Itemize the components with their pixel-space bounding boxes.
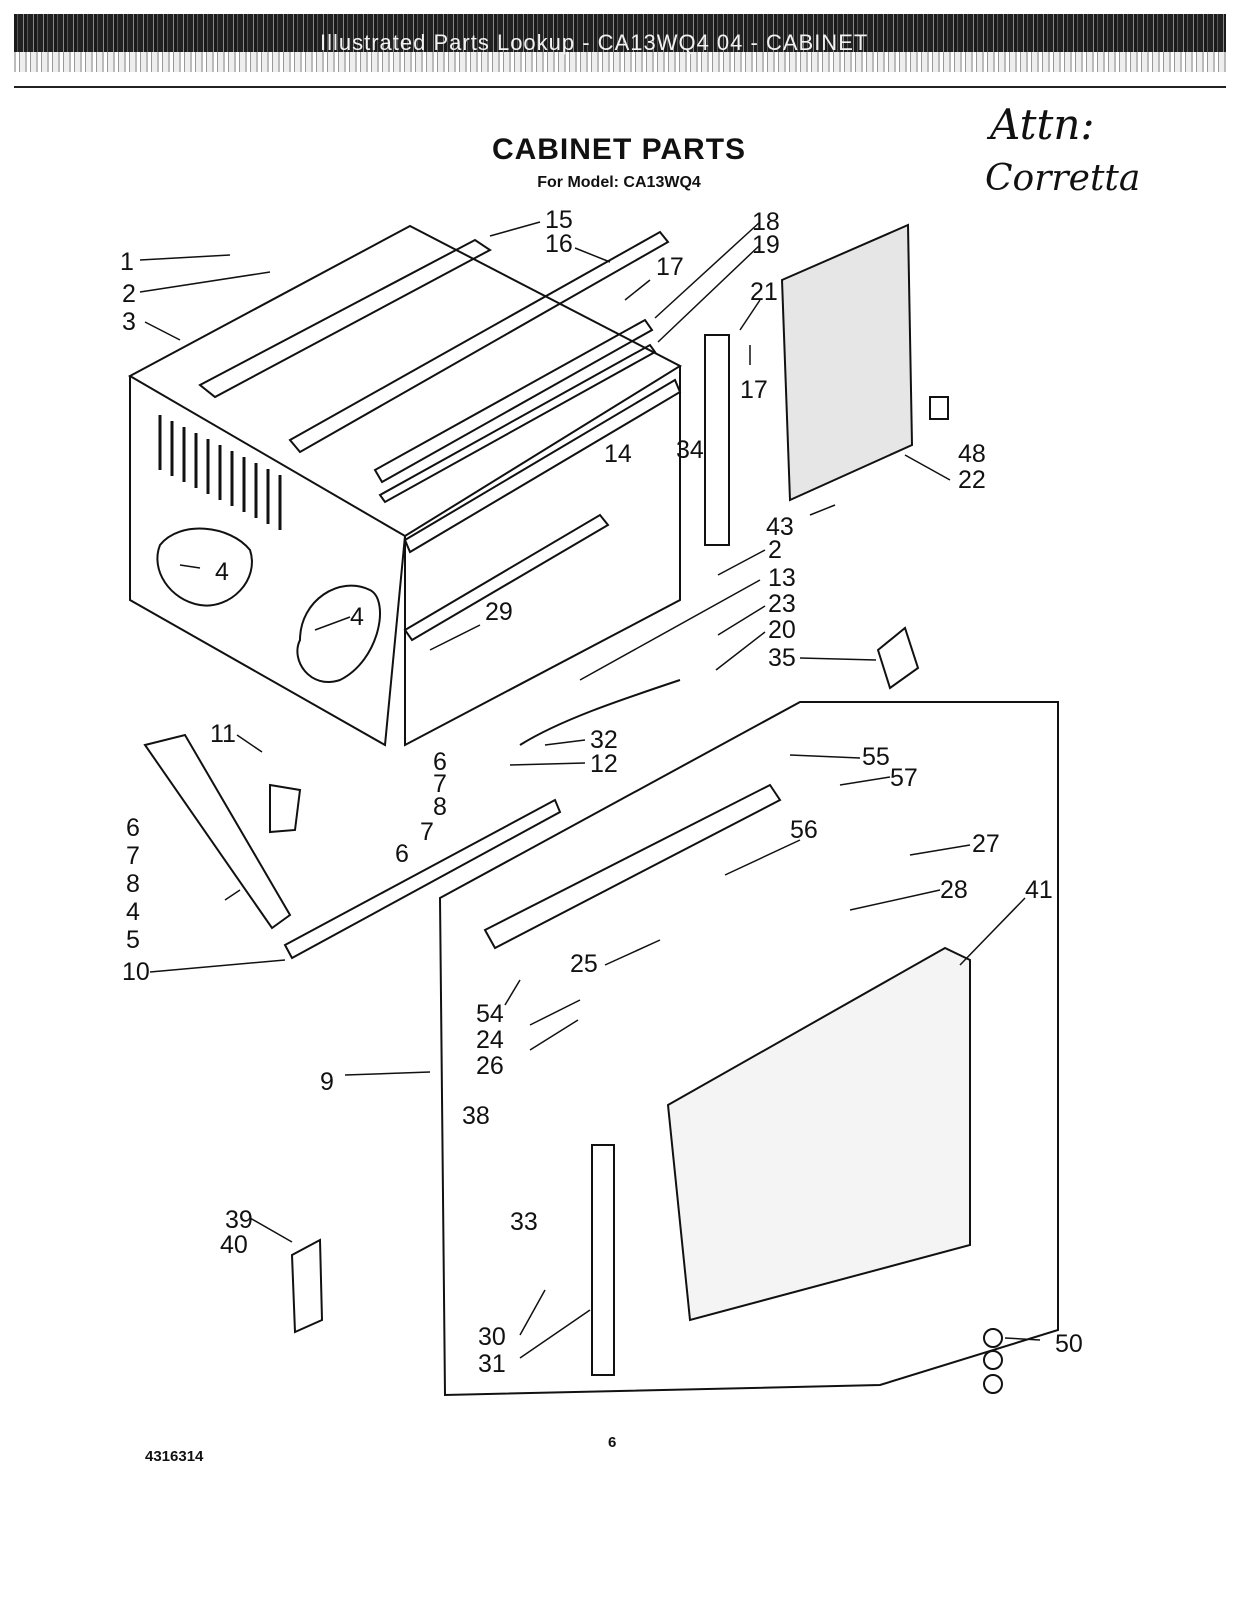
knob-50b: [983, 1350, 1003, 1370]
callout-label: 2: [768, 536, 782, 564]
callout-label: 32: [590, 726, 618, 754]
callout-label: 31: [478, 1350, 506, 1378]
louver-assembly: [483, 783, 782, 950]
callout-label: 38: [462, 1102, 490, 1130]
rail-18: [373, 318, 654, 484]
callout-label: 22: [958, 466, 986, 494]
callout-label: 14: [604, 440, 632, 468]
support-14: [403, 513, 610, 642]
callout-label: 16: [545, 230, 573, 258]
callout-label: 25: [570, 950, 598, 978]
callout-label: 2: [122, 280, 136, 308]
callout-label: 6: [433, 748, 447, 776]
cabinet-drawing: [127, 221, 1059, 1397]
callout-label: 39: [225, 1206, 253, 1234]
bracket-11: [269, 783, 302, 834]
front-assembly-frame-9: [438, 701, 1059, 1397]
callout-label: 18: [752, 208, 780, 236]
front-grille-41: [666, 946, 971, 1322]
callout-label: 17: [740, 376, 768, 404]
callout-label: 1: [120, 248, 134, 276]
cutaway-hole-left: [156, 527, 253, 607]
ground-wire: [519, 679, 681, 746]
handwritten-attn: Attn:: [990, 100, 1095, 149]
leader-lines: [139, 221, 1041, 1359]
callout-labels: 1 2 3 15 16 18 19 17 21 17 34 14 48 22 4…: [120, 206, 1083, 1378]
seal-strip-15: [198, 238, 492, 399]
cabinet-front-opening: [404, 366, 681, 747]
callout-label: 43: [766, 513, 794, 541]
page-subtitle: For Model: CA13WQ4: [537, 174, 701, 191]
header-banner: [14, 14, 1226, 72]
sill-rail-10: [283, 798, 562, 960]
callout-label: 34: [676, 436, 704, 464]
callout-label: 24: [476, 1026, 504, 1054]
callout-label: 9: [320, 1068, 334, 1096]
callout-label: 40: [220, 1231, 248, 1259]
callout-label: 4: [350, 603, 364, 631]
callout-label: 23: [768, 590, 796, 618]
callout-label: 8: [433, 793, 447, 821]
knob-50c: [983, 1374, 1003, 1394]
callout-label: 7: [433, 770, 447, 798]
callout-label: 56: [790, 816, 818, 844]
gasket-30-31: [591, 1144, 615, 1376]
callout-label: 15: [545, 206, 573, 234]
cabinet-side: [129, 376, 406, 747]
callout-label: 27: [972, 830, 1000, 858]
side-louvers: [158, 415, 282, 530]
callout-label: 7: [420, 818, 434, 846]
rail-16: [288, 230, 670, 454]
callout-label: 13: [768, 564, 796, 592]
callout-label: 33: [510, 1208, 538, 1236]
knob-50a: [983, 1328, 1003, 1348]
callout-label: 6: [126, 814, 140, 842]
callout-label: 3: [122, 308, 136, 336]
header-title: Illustrated Parts Lookup - CA13WQ4 04 - …: [320, 30, 869, 55]
callout-label: 55: [862, 743, 890, 771]
callout-label: 26: [476, 1052, 504, 1080]
callout-label: 11: [210, 720, 236, 748]
cabinet-top: [127, 224, 683, 538]
callout-label: 17: [656, 253, 684, 281]
callout-label: 7: [126, 842, 140, 870]
callout-label: 30: [478, 1323, 506, 1351]
callout-label: 4: [215, 558, 229, 586]
callout-label: 21: [750, 278, 778, 306]
seal-34: [403, 378, 682, 554]
part-35: [876, 626, 920, 690]
callout-label: 48: [958, 440, 986, 468]
panel-39: [290, 1238, 324, 1334]
callout-label: 4: [126, 898, 140, 926]
page-title: CABINET PARTS: [491, 133, 747, 166]
document-number: 4316314: [145, 1448, 204, 1465]
header-scan-noise: [14, 52, 1226, 72]
side-channel-21: [704, 334, 730, 546]
cutaway-hole-right: [296, 584, 381, 683]
callout-label: 57: [890, 764, 918, 792]
callout-label: 8: [126, 870, 140, 898]
callout-label: 5: [126, 926, 140, 954]
callout-label: 41: [1025, 876, 1053, 904]
callout-label: 20: [768, 616, 796, 644]
callout-label: 19: [752, 231, 780, 259]
bracket-5: [143, 733, 292, 930]
handwritten-name: Corretta: [985, 158, 1141, 199]
callout-label: 12: [590, 750, 618, 778]
callout-label: 50: [1055, 1330, 1083, 1358]
header-divider: [14, 86, 1226, 88]
callout-label: 29: [485, 598, 513, 626]
rail-19: [378, 343, 657, 504]
filter-panel-22: [780, 223, 914, 502]
callout-label: 28: [940, 876, 968, 904]
part-48: [929, 396, 949, 420]
callout-label: 6: [395, 840, 409, 868]
callout-label: 54: [476, 1000, 504, 1028]
callout-label: 35: [768, 644, 796, 672]
callout-label: 10: [122, 958, 150, 986]
page-number: 6: [608, 1434, 617, 1451]
